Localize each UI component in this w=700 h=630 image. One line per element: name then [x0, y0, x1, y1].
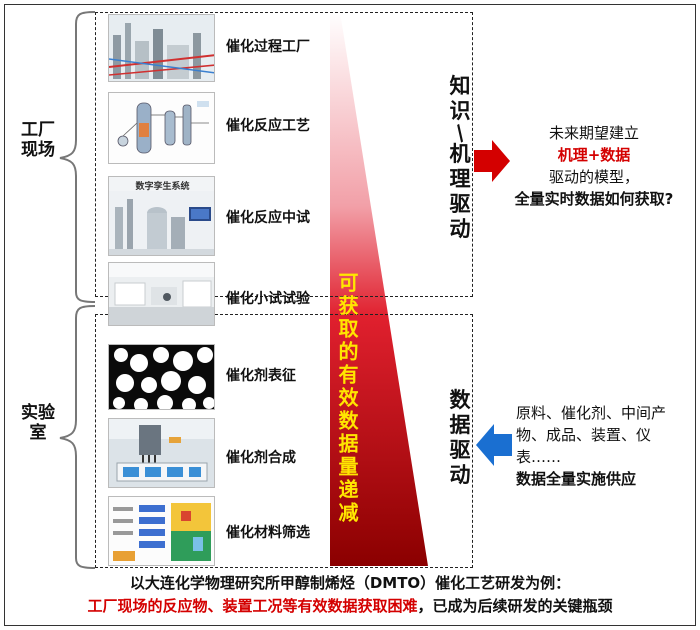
future-line-3: 驱动的模型， [548, 168, 639, 186]
lab-box [95, 314, 473, 568]
data-supply-text: 原料、催化剂、中间产物、成品、装置、仪表…… 数据全量实施供应 [516, 402, 692, 490]
right-arrow-icon [474, 140, 510, 182]
footer-line-2: 工厂现场的反应物、装置工况等有效数据获取困难，已成为后续研发的关键瓶颈 [0, 596, 700, 616]
digital-twin-image: 数字孪生系统 [108, 176, 215, 256]
data-supply-list: 原料、催化剂、中间产物、成品、装置、仪表…… [516, 404, 667, 466]
catalyst-microscopy-image [108, 344, 215, 410]
item-label-characterization: 催化剂表征 [226, 368, 296, 384]
item-label-synthesis: 催化剂合成 [226, 450, 296, 466]
future-line-2: 机理+数据 [557, 146, 631, 164]
decline-text: 可获取的有效数据量递减 [335, 272, 359, 525]
lab-brace [59, 305, 96, 569]
lab-label: 实验室 [21, 403, 55, 443]
footer-line-1: 以大连化学物理研究所甲醇制烯烃（DMTO）催化工艺研发为例： [129, 574, 571, 592]
footer-line-2-red: 工厂现场的反应物、装置工况等有效数据获取困难 [87, 597, 418, 615]
factory-box [95, 12, 473, 297]
process-flow-image [108, 92, 215, 164]
left-arrow-icon [476, 424, 512, 466]
item-label-plant: 催化过程工厂 [226, 39, 310, 55]
item-label-small-test: 催化小试试验 [226, 291, 310, 307]
mode-bottom-text: 数据驱动 [449, 388, 471, 487]
factory-brace [59, 11, 96, 303]
item-label-pilot: 催化反应中试 [226, 210, 310, 226]
screening-strategy-image [108, 496, 215, 566]
future-line-1: 未来期望建立 [548, 124, 639, 142]
laboratory-image [108, 262, 215, 326]
outer-frame [4, 4, 696, 626]
chemical-plant-image [108, 14, 215, 82]
future-model-text: 未来期望建立 机理+数据 驱动的模型， 全量实时数据如何获取? [496, 122, 692, 210]
data-driven-label: 数据驱动 [440, 388, 480, 488]
knowledge-mechanism-driven-label: 知识 / 机理驱动 [440, 74, 480, 242]
item-label-screening: 催化材料筛选 [226, 525, 310, 541]
data-supply-bold: 数据全量实施供应 [516, 470, 637, 488]
future-line-4: 全量实时数据如何获取? [514, 190, 674, 208]
footer-line-2-rest: ，已成为后续研发的关键瓶颈 [417, 597, 613, 615]
item-label-process: 催化反应工艺 [226, 118, 310, 134]
mode-top-part2: 机理驱动 [449, 142, 471, 241]
factory-label: 工厂现场 [21, 120, 55, 160]
mode-top-part1: 知识 [449, 74, 471, 123]
digital-twin-caption: 数字孪生系统 [135, 182, 190, 192]
left-braces [59, 11, 96, 569]
synthesis-robot-image [108, 418, 215, 488]
